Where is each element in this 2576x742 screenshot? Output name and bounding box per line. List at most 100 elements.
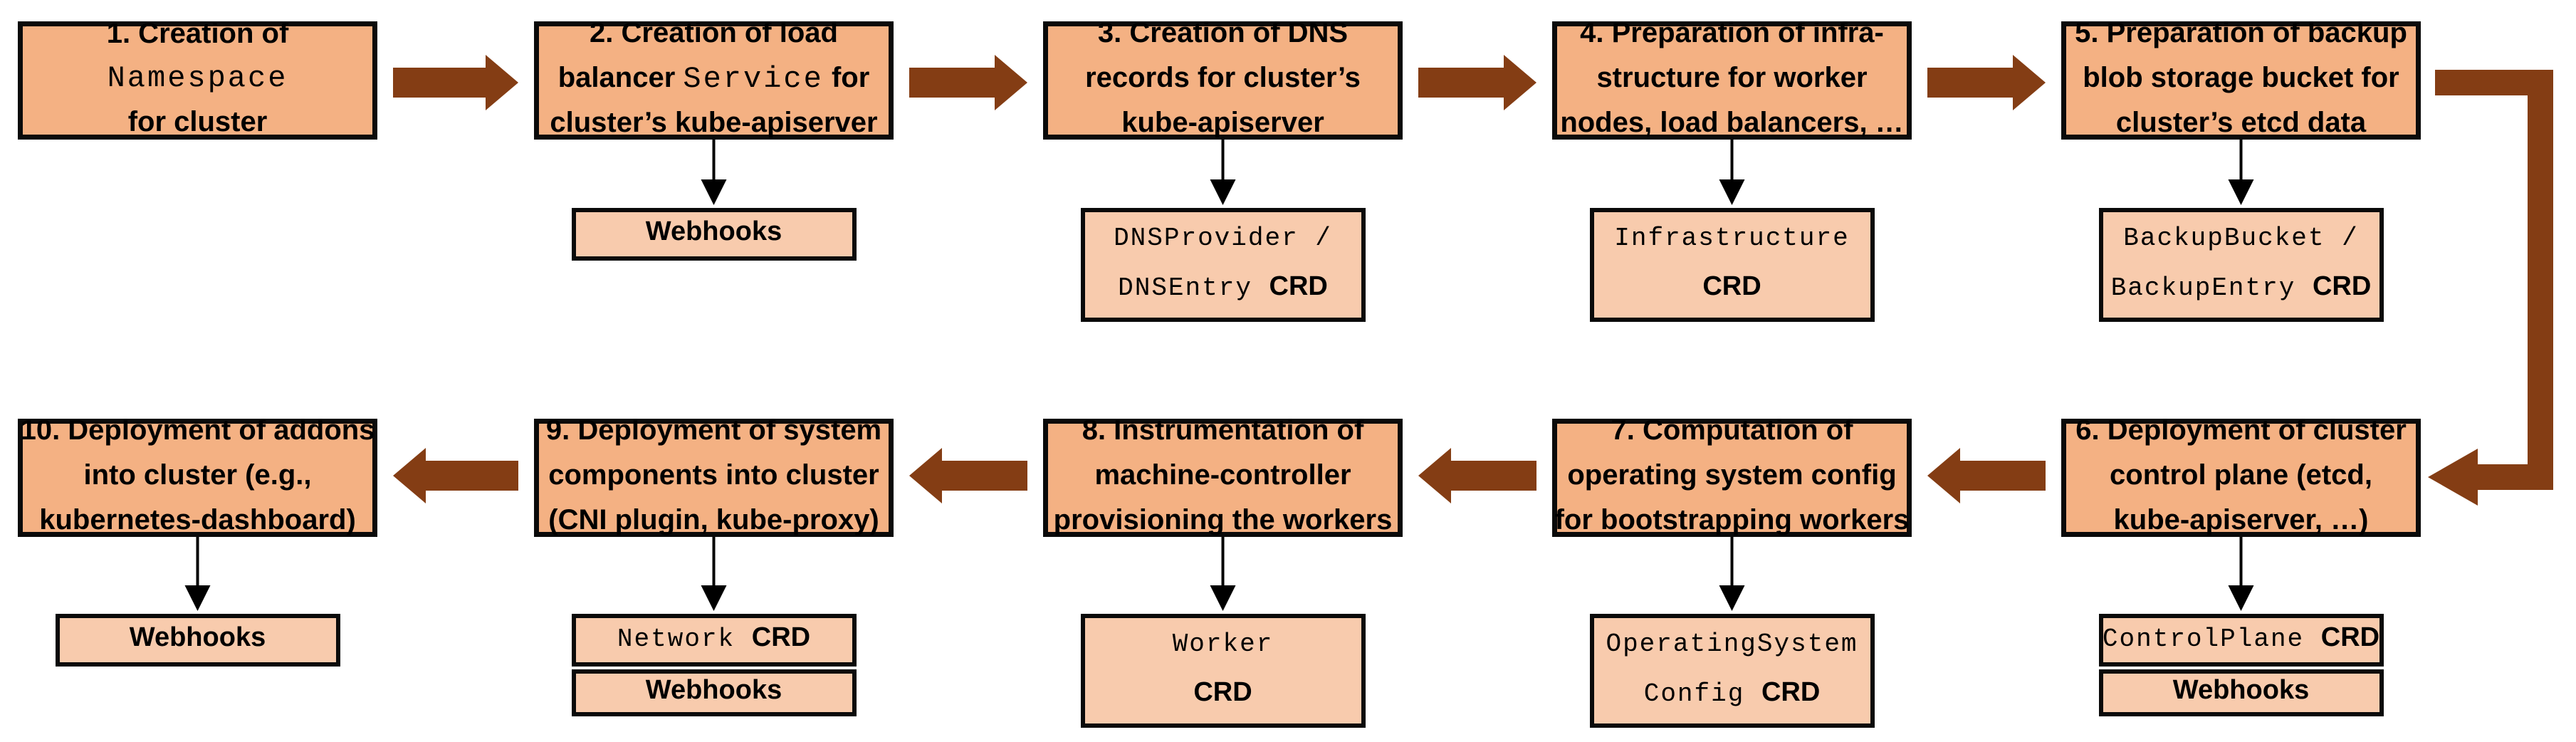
code-text: OperatingSystem: [1606, 629, 1858, 659]
label-text: CRD: [1269, 271, 1328, 301]
step-8-title-line: 8. Instrumentation of: [1082, 411, 1364, 456]
label-text: 3. Creation of DNS: [1097, 16, 1349, 48]
step-9-title-line: (CNI plugin, kube-proxy): [548, 501, 879, 545]
step-6-title-line: control plane (etcd,: [2110, 456, 2372, 501]
resource-line: OperatingSystem: [1606, 622, 1858, 670]
step-2-title-line: 2. Creation of load: [590, 14, 838, 58]
thin-arrowhead-step-4: [1719, 179, 1745, 205]
resource-line: DNSEntry CRD: [1118, 264, 1328, 314]
resource-line: Config CRD: [1644, 670, 1821, 720]
code-text: Namespace: [107, 61, 288, 95]
thin-arrowhead-step-10: [184, 585, 211, 611]
label-text: CRD: [1193, 676, 1252, 707]
step-10-title-line: 10. Deployment of addons: [21, 411, 375, 456]
step-3-box: 3. Creation of DNS records for cluster’s k…: [1043, 17, 1403, 140]
flow-arrow-6-to-7: [1927, 448, 2046, 503]
label-text: cluster’s etcd data: [2115, 106, 2367, 138]
step-3-resource-0: DNSProvider / DNSEntry CRD: [1080, 208, 1366, 322]
step-6-resource-1: Webhooks: [2098, 669, 2384, 716]
resource-line: Infrastructure: [1614, 216, 1849, 264]
label-text: 6. Deployment of cluster: [2075, 414, 2407, 446]
step-4-title-line: 4. Preparation of infra-: [1580, 14, 1884, 58]
label-text: records for cluster’s: [1085, 61, 1361, 93]
label-text: 9. Deployment of system: [545, 414, 882, 446]
flow-arrow-3-to-4: [1418, 55, 1536, 110]
step-7-title-line: 7. Computation of: [1611, 411, 1853, 456]
thin-arrowhead-step-9: [701, 585, 727, 611]
resource-line: Network CRD: [617, 615, 810, 665]
step-2-resource-0: Webhooks: [571, 208, 857, 261]
label-text: kubernetes-dashboard): [39, 503, 356, 535]
flow-arrow-9-to-10: [393, 448, 518, 503]
label-text: machine-controller: [1094, 459, 1351, 491]
flow-arrow-4-to-5: [1927, 55, 2046, 110]
elbow-arrow-5-6-head: [2428, 449, 2553, 506]
resource-line: Webhooks: [130, 615, 266, 665]
label-text: Webhooks: [2172, 675, 2310, 705]
step-2-title-line: cluster’s kube-apiserver: [550, 103, 877, 148]
thin-arrowhead-step-3: [1210, 179, 1236, 205]
step-1-title-line: for cluster: [128, 103, 268, 147]
step-2-title-line: balancer Service for: [558, 58, 870, 103]
label-text: 4. Preparation of infra-: [1580, 16, 1884, 48]
thin-arrowhead-step-6: [2228, 585, 2254, 611]
label-text: CRD: [2320, 622, 2380, 652]
label-text: Webhooks: [645, 216, 782, 246]
step-8-title-line: provisioning the workers: [1054, 501, 1393, 545]
step-5-title-line: blob storage bucket for: [2083, 58, 2399, 103]
label-text: balancer: [557, 61, 684, 93]
resource-line: ControlPlane CRD: [2103, 615, 2379, 665]
label-text: (CNI plugin, kube-proxy): [548, 503, 879, 535]
code-text: DNSProvider /: [1114, 223, 1332, 253]
label-text: control plane (etcd,: [2110, 459, 2372, 491]
step-9-title-line: components into cluster: [548, 456, 879, 501]
thin-arrowhead-step-5: [2228, 179, 2254, 205]
label-text: operating system config: [1567, 459, 1897, 491]
label-text: for cluster: [127, 105, 268, 137]
step-10-box: 10. Deployment of addons into cluster (e.…: [18, 414, 377, 537]
step-9-title-line: 9. Deployment of system: [546, 411, 881, 456]
label-text: Webhooks: [129, 622, 266, 652]
label-text: into cluster (e.g.,: [83, 459, 312, 491]
step-10-resource-0: Webhooks: [55, 614, 340, 667]
step-6-box: 6. Deployment of cluster control plane (e…: [2061, 414, 2421, 537]
label-text: structure for worker: [1596, 61, 1868, 93]
step-9-resource-1: Webhooks: [571, 668, 857, 718]
label-text: provisioning the workers: [1053, 503, 1393, 535]
label-text: Webhooks: [645, 675, 782, 705]
label-text: kube-apiserver: [1121, 106, 1324, 138]
code-text: Infrastructure: [1614, 223, 1850, 253]
step-3-title-line: kube-apiserver: [1121, 103, 1324, 148]
label-text: kube-apiserver, …): [2113, 503, 2369, 535]
step-10-title-line: into cluster (e.g.,: [83, 456, 311, 501]
resource-line: Webhooks: [646, 668, 782, 718]
label-text: cluster’s kube-apiserver: [550, 106, 878, 138]
label-text: 8. Instrumentation of: [1082, 414, 1364, 446]
code-text: Service: [683, 61, 824, 96]
step-5-title-line: cluster’s etcd data: [2116, 103, 2366, 148]
resource-line: BackupBucket /: [2123, 216, 2358, 264]
flow-arrow-7-to-8: [1418, 448, 1536, 503]
step-9-resource-0: Network CRD: [571, 614, 857, 667]
step-5-box: 5. Preparation of backup blob storage buc…: [2061, 17, 2421, 140]
step-4-box: 4. Preparation of infra-structure for wo…: [1552, 17, 1912, 140]
code-text: ControlPlane: [2102, 625, 2321, 654]
label-text: for: [823, 61, 870, 93]
step-7-title-line: operating system config: [1567, 456, 1896, 501]
label-text: 10. Deployment of addons: [20, 414, 375, 446]
label-text: 1. Creation of: [106, 17, 289, 49]
step-3-title-line: 3. Creation of DNS: [1098, 14, 1348, 58]
flow-arrow-8-to-9: [909, 448, 1027, 503]
step-1-title-line: Namespace: [108, 59, 288, 103]
thin-arrowhead-step-2: [701, 179, 727, 205]
label-text: 5. Preparation of backup: [2075, 16, 2407, 48]
code-text: Network: [617, 625, 752, 654]
step-6-title-line: kube-apiserver, …): [2114, 501, 2369, 545]
label-text: for bootstrapping workers: [1554, 503, 1910, 535]
